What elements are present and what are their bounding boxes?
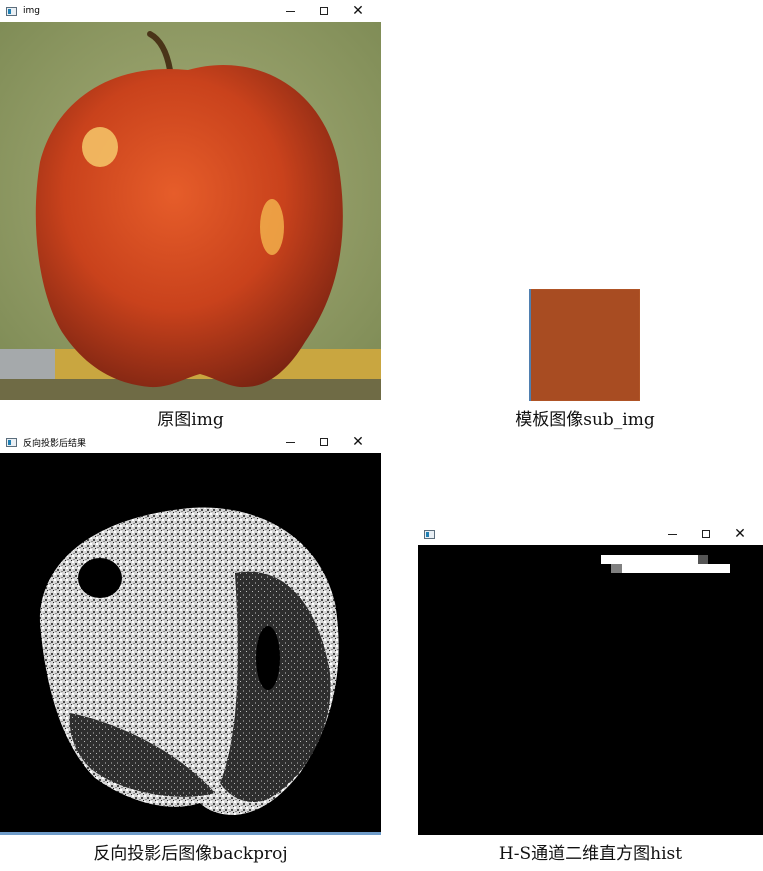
minimize-button[interactable] bbox=[273, 0, 307, 22]
backproj-window: 反向投影后结果 ✕ bbox=[0, 431, 381, 835]
apple-photo bbox=[0, 22, 381, 400]
caption-backproj: 反向投影后图像backproj bbox=[93, 844, 288, 864]
caption-original: 原图img bbox=[157, 410, 224, 430]
maximize-button[interactable] bbox=[307, 0, 341, 22]
window-title: img bbox=[23, 6, 40, 16]
maximize-button[interactable] bbox=[689, 523, 723, 545]
caption-hist: H-S通道二维直方图hist bbox=[498, 844, 683, 864]
close-button[interactable]: ✕ bbox=[723, 523, 757, 545]
maximize-icon bbox=[702, 530, 710, 538]
window-titlebar[interactable]: ✕ bbox=[418, 523, 763, 545]
close-button[interactable]: ✕ bbox=[341, 431, 375, 453]
window-title: 反向投影后结果 bbox=[23, 438, 87, 449]
minimize-button[interactable] bbox=[273, 431, 307, 453]
backprojection-output bbox=[0, 453, 381, 835]
maximize-button[interactable] bbox=[307, 431, 341, 453]
minimize-icon bbox=[667, 533, 677, 535]
close-icon: ✕ bbox=[352, 3, 364, 19]
close-icon: ✕ bbox=[352, 434, 364, 450]
histogram-window: ✕ bbox=[418, 523, 763, 835]
template-image bbox=[529, 289, 640, 401]
minimize-button[interactable] bbox=[655, 523, 689, 545]
maximize-icon bbox=[320, 438, 328, 446]
histogram-image bbox=[418, 545, 763, 835]
app-icon bbox=[6, 6, 17, 16]
close-icon: ✕ bbox=[734, 526, 746, 542]
original-image-window: img ✕ bbox=[0, 0, 381, 400]
minimize-icon bbox=[285, 441, 295, 443]
backproj-image bbox=[0, 453, 381, 835]
window-titlebar[interactable]: img ✕ bbox=[0, 0, 381, 22]
app-icon bbox=[6, 437, 17, 447]
window-titlebar[interactable]: 反向投影后结果 ✕ bbox=[0, 431, 381, 453]
hs-histogram bbox=[418, 545, 763, 835]
app-icon bbox=[424, 529, 435, 539]
minimize-icon bbox=[285, 10, 295, 12]
original-image bbox=[0, 22, 381, 400]
close-button[interactable]: ✕ bbox=[341, 0, 375, 22]
maximize-icon bbox=[320, 7, 328, 15]
caption-template: 模板图像sub_img bbox=[515, 410, 655, 430]
